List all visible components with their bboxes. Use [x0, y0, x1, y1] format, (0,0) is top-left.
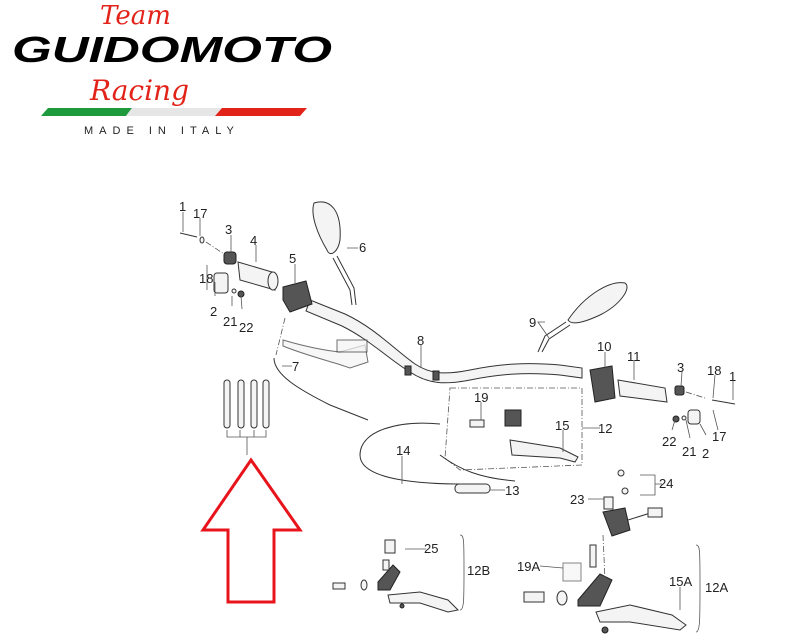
callout-22-right: 22	[662, 434, 676, 449]
callout-22-left: 22	[239, 320, 253, 335]
throttle-cable-14	[359, 422, 481, 485]
callout-17-left: 17	[193, 206, 207, 221]
right-grip-assembly	[589, 365, 736, 425]
callout-25: 25	[424, 541, 438, 556]
logo-racing-text: Racing	[89, 74, 189, 107]
callout-labels: 1 17 3 4 5 6 18 2 21 22 7 8 9 10 11 3 18…	[179, 199, 736, 595]
callout-7: 7	[292, 359, 299, 374]
callout-17-right: 17	[712, 429, 726, 444]
callout-6: 6	[359, 240, 366, 255]
guidomoto-logo: Team GUIDOMOTO Racing MADE IN ITALY	[12, 1, 332, 137]
leader-lines	[182, 212, 734, 610]
logo-brand-text: GUIDOMOTO	[12, 29, 332, 70]
red-arrow-indicator	[200, 457, 303, 604]
callout-11: 11	[627, 349, 641, 364]
callout-13: 13	[505, 483, 519, 498]
cable-straps	[223, 379, 270, 455]
callout-14: 14	[396, 443, 410, 458]
callout-21-right: 21	[682, 444, 696, 459]
callout-3-left: 3	[225, 222, 232, 237]
callout-8: 8	[417, 333, 424, 348]
callout-19: 19	[474, 390, 488, 405]
callout-15A: 15A	[669, 574, 692, 589]
lever-assembly-12A	[523, 534, 701, 634]
callout-1-left: 1	[179, 199, 186, 214]
clutch-assembly-12	[444, 387, 583, 471]
flag-red	[215, 108, 307, 116]
callout-1-right: 1	[729, 369, 736, 384]
boot-13	[454, 483, 491, 494]
left-mirror	[312, 201, 357, 306]
callout-18-left: 18	[199, 271, 213, 286]
callout-19A: 19A	[517, 559, 540, 574]
callout-4: 4	[250, 233, 257, 248]
callout-5: 5	[289, 251, 296, 266]
callout-2-right: 2	[702, 446, 709, 461]
callout-12: 12	[598, 421, 612, 436]
callout-21-left: 21	[223, 314, 237, 329]
callout-10: 10	[597, 339, 611, 354]
flag-green	[41, 108, 132, 116]
callout-23: 23	[570, 492, 584, 507]
front-brake-master-cylinder	[282, 339, 369, 369]
right-mirror	[537, 282, 628, 353]
callout-12A: 12A	[705, 580, 728, 595]
left-grip-assembly	[179, 232, 313, 313]
switch-23	[602, 469, 663, 537]
flag-white	[126, 108, 222, 116]
callout-18-right: 18	[707, 363, 721, 378]
callout-15: 15	[555, 418, 569, 433]
callout-24: 24	[659, 476, 673, 491]
callout-3-right: 3	[677, 360, 684, 375]
callout-2-left: 2	[210, 304, 217, 319]
lever-assembly-12B	[332, 534, 465, 613]
logo-team-text: Team	[100, 1, 171, 31]
logo-tagline: MADE IN ITALY	[84, 125, 240, 137]
callout-12B: 12B	[467, 563, 490, 578]
callout-9: 9	[529, 315, 536, 330]
clutch-cable	[273, 357, 369, 421]
handlebar	[305, 299, 583, 384]
